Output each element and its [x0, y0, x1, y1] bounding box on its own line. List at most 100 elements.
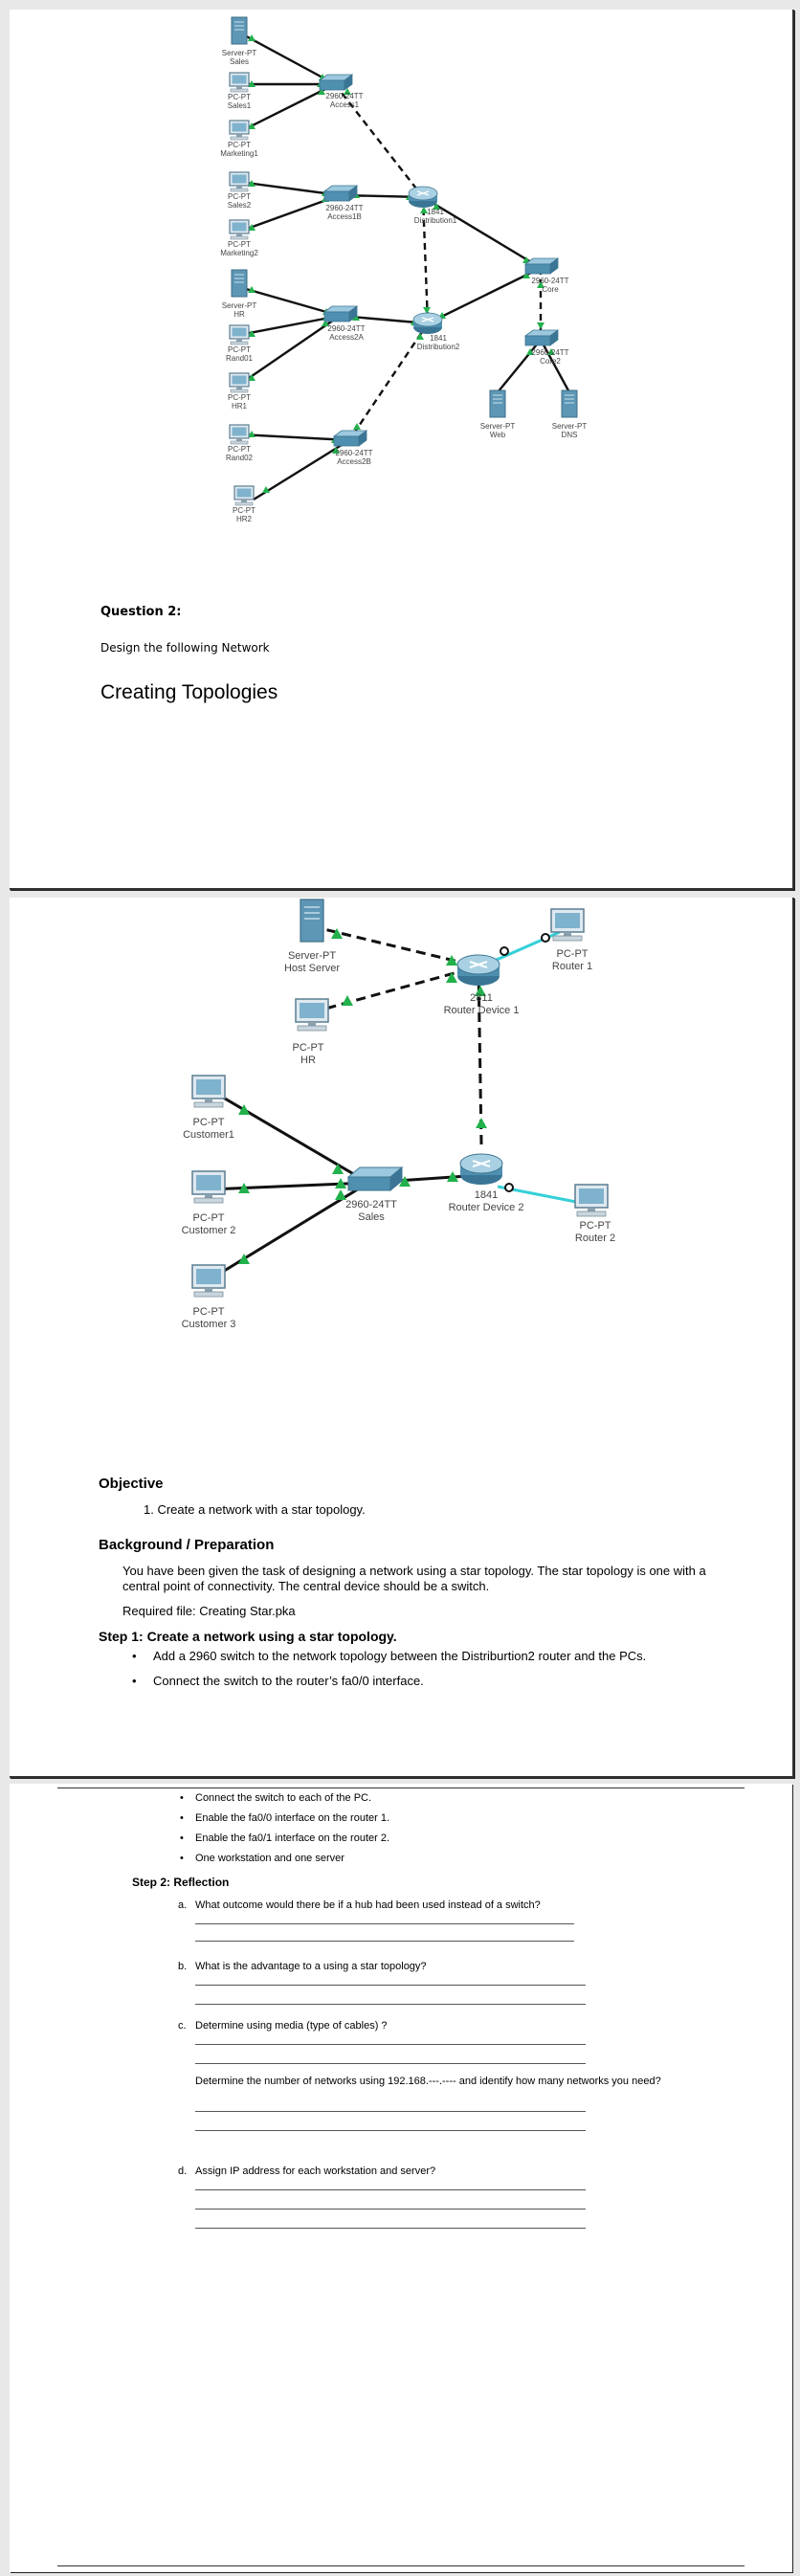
device-label: PC-PT	[193, 1117, 225, 1128]
device-label: 2960-24TT	[531, 348, 568, 357]
device-label: Rand01	[226, 354, 254, 363]
device-label: PC-PT	[193, 1306, 225, 1318]
pc-icon	[191, 1075, 226, 1108]
device-label: Web	[490, 431, 506, 439]
answer-line[interactable]	[195, 2130, 586, 2131]
device-label: PC-PT	[293, 1042, 324, 1054]
device-label: Router Device 2	[449, 1202, 524, 1213]
device-label: Sales1	[228, 101, 252, 110]
device-label: HR	[233, 310, 245, 319]
device-label: Sales	[358, 1211, 385, 1223]
device-label: Customer 2	[182, 1225, 236, 1236]
reflection-question-b: b. What is the advantage to a using a st…	[178, 1960, 674, 1973]
section-title: Creating Topologies	[100, 681, 278, 703]
device-label: 2960-24TT	[325, 92, 363, 100]
question-letter: c.	[178, 2020, 187, 2032]
answer-line[interactable]	[195, 1923, 574, 1924]
device-label: Core	[542, 285, 559, 294]
pc-icon	[550, 908, 585, 942]
device-label: PC-PT	[228, 141, 251, 149]
server-icon	[561, 389, 578, 418]
device-label: 2960-24TT	[335, 449, 372, 457]
pc-icon	[295, 998, 329, 1032]
device-label: PC-PT	[228, 192, 251, 201]
pc-icon	[229, 324, 250, 345]
answer-line[interactable]	[195, 1941, 574, 1942]
question-text: Determine using media (type of cables) ?	[195, 2020, 388, 2032]
topology-diagram-2: Server-PT Host Server PC-PT Router 1 281…	[182, 899, 615, 1330]
pc-icon	[229, 120, 250, 141]
device-label: Server-PT	[222, 49, 257, 57]
answer-line[interactable]	[195, 1985, 586, 1986]
task-list: Connect the switch to each of the PC. En…	[180, 1791, 389, 1872]
reflection-question-c: c. Determine using media (type of cables…	[178, 2019, 674, 2032]
pc-icon	[229, 372, 250, 393]
reflection-question-d: d. Assign IP address for each workstatio…	[178, 2165, 674, 2178]
background-text: You have been given the task of designin…	[122, 1564, 706, 1593]
device-label: Server-PT	[222, 301, 257, 310]
device-label: DNS	[562, 431, 578, 439]
answer-line[interactable]	[195, 2063, 586, 2064]
pc-icon	[229, 424, 250, 445]
device-label: 1841	[430, 334, 447, 343]
device-label: 2960-24TT	[345, 1199, 397, 1210]
step2-heading: Step 2: Reflection	[132, 1876, 230, 1889]
list-item: Enable the fa0/0 interface on the router…	[180, 1811, 389, 1825]
device-label: Core2	[540, 357, 561, 366]
answer-line[interactable]	[195, 2228, 586, 2229]
answer-line[interactable]	[195, 2004, 586, 2005]
pc-icon	[229, 171, 250, 192]
pc-icon	[229, 72, 250, 93]
document-page-3: Connect the switch to each of the PC. En…	[10, 1784, 792, 2572]
reflection-question-a: a. What outcome would there be if a hub …	[178, 1899, 674, 1912]
device-label: PC-PT	[233, 506, 256, 515]
list-item: Add a 2960 switch to the network topolog…	[132, 1648, 646, 1665]
device-label: 2960-24TT	[327, 324, 365, 333]
device-label: PC-PT	[228, 240, 251, 249]
answer-line[interactable]	[195, 2044, 586, 2045]
answer-line[interactable]	[195, 2189, 586, 2190]
switch-icon	[319, 74, 353, 91]
step1-heading: Step 1: Create a network using a star to…	[99, 1629, 397, 1644]
device-label: Host Server	[284, 963, 340, 974]
server-icon	[231, 269, 248, 298]
question-text: Assign IP address for each workstation a…	[195, 2165, 436, 2177]
objective-item: 1. Create a network with a star topology…	[144, 1502, 366, 1517]
device-label: 1841	[427, 208, 444, 216]
device-label: Customer 3	[182, 1319, 236, 1330]
switch-icon	[323, 305, 358, 322]
question-text: Determine the number of networks using 1…	[195, 2076, 661, 2087]
answer-line[interactable]	[195, 2111, 586, 2112]
router-icon	[459, 1153, 503, 1186]
device-label: Access2A	[329, 333, 364, 342]
router-icon	[412, 312, 443, 335]
device-label: PC-PT	[228, 93, 251, 101]
switch-icon	[524, 257, 559, 275]
question-letter: a.	[178, 1899, 188, 1911]
device-label: Server-PT	[288, 950, 336, 962]
document-page-2: Server-PT Host Server PC-PT Router 1 281…	[10, 898, 794, 1778]
pc-icon	[233, 485, 255, 506]
device-label: PC-PT	[580, 1220, 611, 1232]
router-icon	[408, 186, 438, 209]
device-label: PC-PT	[228, 393, 251, 402]
answer-line[interactable]	[195, 2209, 586, 2210]
device-label: HR1	[232, 402, 248, 411]
device-label: Marketing2	[220, 249, 258, 257]
question-subtitle: Design the following Network	[100, 641, 270, 655]
required-file: Required file: Creating Star.pka	[122, 1604, 296, 1618]
pc-icon	[191, 1264, 226, 1298]
step1-list: Add a 2960 switch to the network topolog…	[132, 1648, 646, 1698]
device-label: Server-PT	[480, 422, 516, 431]
list-item: One workstation and one server	[180, 1852, 389, 1865]
device-label: Access1	[330, 100, 360, 109]
topology-diagram-1: Server-PT Sales PC-PT Sales1 2960-24TT A…	[220, 16, 587, 523]
list-item: Enable the fa0/1 interface on the router…	[180, 1832, 389, 1845]
question-text: What outcome would there be if a hub had…	[195, 1899, 541, 1911]
objective-heading: Objective	[99, 1476, 164, 1492]
device-label: Router 2	[575, 1232, 615, 1244]
server-icon	[489, 389, 506, 418]
list-item: Connect the switch to each of the PC.	[180, 1791, 389, 1805]
question-heading: Question 2:	[100, 605, 182, 619]
device-label: PC-PT	[228, 445, 251, 454]
